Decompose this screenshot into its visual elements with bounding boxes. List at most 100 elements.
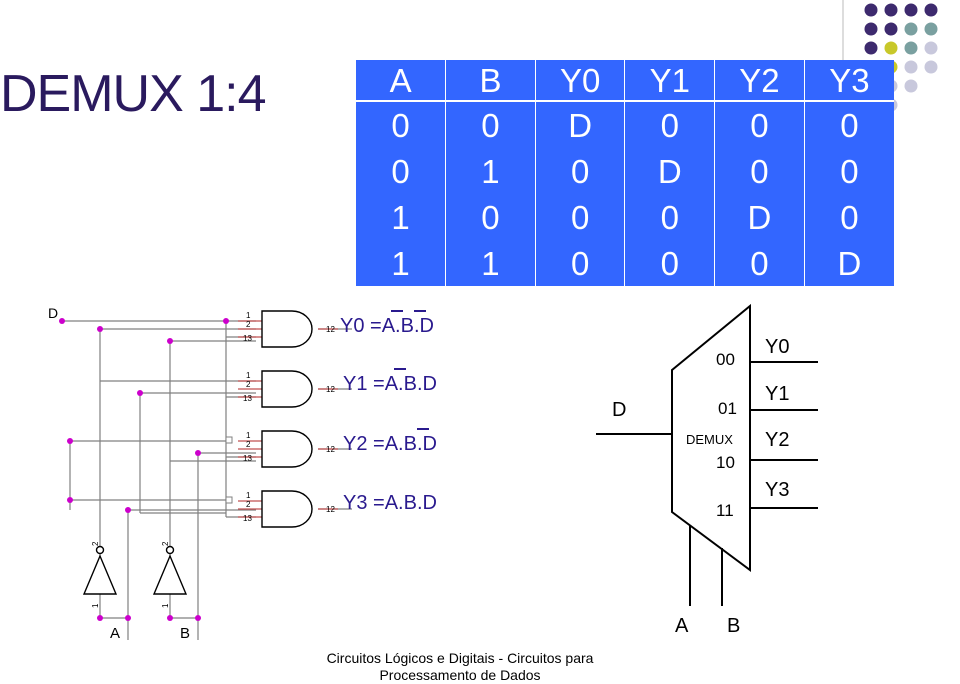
demux-output-label: Y1 xyxy=(765,383,789,405)
table-cell: D xyxy=(714,194,805,241)
equation-b: B xyxy=(401,315,414,337)
demux-input-label: D xyxy=(612,399,626,421)
demux-output-label: Y3 xyxy=(765,479,789,501)
truth-table-row: 1 1 0 0 0 D xyxy=(356,240,894,286)
table-cell: 1 xyxy=(445,240,536,286)
table-cell: 1 xyxy=(391,244,410,282)
equation-dot: . xyxy=(395,315,401,337)
equation-out: Y1 = xyxy=(343,373,385,395)
table-cell: 0 xyxy=(534,148,625,195)
input-d-label: D xyxy=(48,305,58,321)
pin-label: 13 xyxy=(243,334,252,343)
equation-b: B xyxy=(404,433,417,455)
pin-label: 13 xyxy=(243,454,252,463)
equation-a: A xyxy=(385,433,399,455)
footer: Circuitos Lógicos e Digitais - Circuitos… xyxy=(300,650,620,684)
decorative-dot xyxy=(924,41,938,55)
demux-circuit-diagram: D A B 1 2 13 1 2 13 1 2 13 1 2 13 12 12 … xyxy=(48,305,437,642)
equation-a: A xyxy=(385,373,399,395)
pin-label: 2 xyxy=(246,440,251,449)
table-cell: 0 xyxy=(624,240,715,286)
inverter-a xyxy=(82,554,118,595)
table-cell: 0 xyxy=(445,194,536,241)
pin-label: 2 xyxy=(246,500,251,509)
header-cell: A xyxy=(356,60,446,102)
decorative-dot xyxy=(904,79,918,93)
equation-tail: .D xyxy=(417,373,437,395)
equation-y2: Y2 =A.B.D xyxy=(343,433,437,455)
decorative-dot xyxy=(924,3,938,17)
table-cell: 0 xyxy=(803,194,894,241)
input-b-label: B xyxy=(180,625,190,642)
table-cell: 0 xyxy=(391,152,410,190)
truth-table-header: A B Y0 Y1 Y2 Y3 xyxy=(356,60,894,102)
complement-overbars xyxy=(391,310,429,430)
table-cell: 1 xyxy=(391,198,410,236)
decorative-dot xyxy=(924,22,938,36)
demux-select-label: 11 xyxy=(716,501,734,520)
pin-label: 12 xyxy=(326,505,335,514)
decorative-dot xyxy=(904,41,918,55)
equation-y0: Y0 =A.B.D xyxy=(340,315,434,337)
and-gate-y1 xyxy=(261,370,313,408)
demux-select-b-label: B xyxy=(727,615,740,637)
equation-dot: . xyxy=(398,433,404,455)
demux-output-label: Y0 xyxy=(765,336,789,358)
pin-label: 1 xyxy=(246,491,251,500)
pin-label: 12 xyxy=(326,445,335,454)
equation-y3: Y3 =A.B.D xyxy=(343,492,437,514)
pin-label: 12 xyxy=(326,325,335,334)
equation-out: Y0 = xyxy=(340,315,382,337)
equation-dot: . xyxy=(398,492,404,514)
table-cell: 1 xyxy=(445,148,536,195)
junction-nodes xyxy=(59,318,229,621)
pin-label: 2 xyxy=(161,541,170,546)
table-cell: 0 xyxy=(714,240,805,286)
table-cell: 0 xyxy=(803,101,894,149)
table-cell: 0 xyxy=(714,148,805,195)
equation-tail: .D xyxy=(417,492,437,514)
inverter-bubble-b xyxy=(165,545,175,555)
page-title: DEMUX 1:4 xyxy=(0,65,267,123)
demux-trapezoid xyxy=(671,303,751,572)
decorative-dot xyxy=(904,3,918,17)
decorative-dot xyxy=(904,60,918,74)
equation-a: A xyxy=(385,492,399,514)
inverter-bubble-a xyxy=(95,545,105,555)
decorative-dot xyxy=(864,3,878,17)
decorative-dot xyxy=(884,22,898,36)
truth-table-row: 0 1 0 D 0 0 xyxy=(356,148,894,195)
table-cell: D xyxy=(803,240,894,286)
table-cell: D xyxy=(534,101,625,149)
demux-select-label: 01 xyxy=(718,399,737,418)
decorative-dot xyxy=(924,60,938,74)
pin-label: 2 xyxy=(246,380,251,389)
table-cell: 0 xyxy=(391,106,410,144)
pin-label: 1 xyxy=(161,603,170,608)
pin-label: 1 xyxy=(91,603,100,608)
test-point-marker xyxy=(225,496,233,504)
header-cell: Y2 xyxy=(714,60,805,102)
equation-b: B xyxy=(404,373,417,395)
equation-tail: .D xyxy=(417,433,437,455)
demux-select-label: 10 xyxy=(716,453,735,472)
pin-label: 2 xyxy=(91,541,100,546)
decorative-dot xyxy=(864,41,878,55)
equation-tail: .D xyxy=(414,315,434,337)
decorative-dot xyxy=(884,3,898,17)
pin-label: 13 xyxy=(243,394,252,403)
equation-out: Y2 = xyxy=(343,433,385,455)
header-cell: B xyxy=(445,60,536,102)
demux-block-label: DEMUX xyxy=(686,432,733,447)
table-cell: 0 xyxy=(534,240,625,286)
table-cell: 0 xyxy=(445,101,536,149)
table-cell: 0 xyxy=(714,101,805,149)
inverter-b xyxy=(152,554,188,595)
and-gate-y3 xyxy=(261,490,313,528)
header-cell: Y0 xyxy=(534,60,625,102)
pin-label: 13 xyxy=(243,514,252,523)
equation-a: A xyxy=(382,315,396,337)
table-cell: D xyxy=(624,148,715,195)
pin-label: 1 xyxy=(246,431,251,440)
decorative-dot xyxy=(864,22,878,36)
